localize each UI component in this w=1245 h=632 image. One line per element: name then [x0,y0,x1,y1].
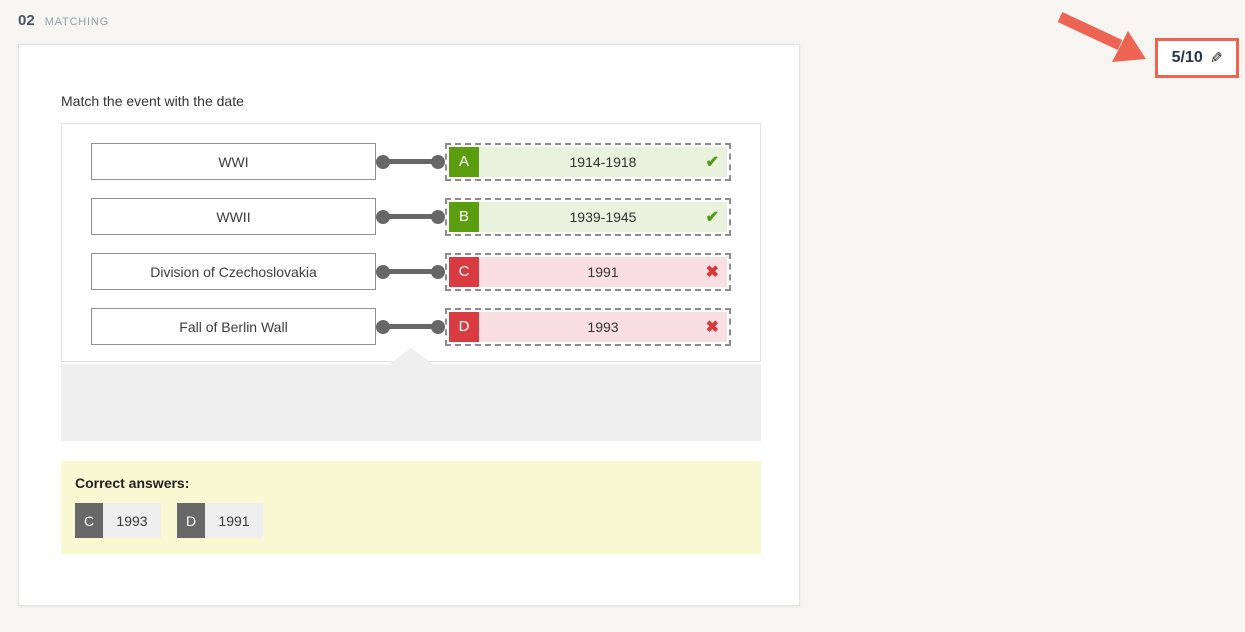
answer-slot[interactable]: C 1991 ✖ [444,252,731,291]
answer-value: 1991 [478,256,727,287]
correct-answer-chip: D 1991 [177,503,263,538]
match-row: WWII B 1939-1945 ✔ [91,197,731,236]
cross-icon: ✖ [705,263,719,281]
answer-value: 1993 [478,311,727,342]
connector-line [375,143,445,180]
match-row: Division of Czechoslovakia C 1991 ✖ [91,252,731,291]
event-box: WWI [91,143,376,180]
correct-answer-chip: C 1993 [75,503,161,538]
correct-answers-list: C 1993 D 1991 [75,503,747,538]
match-row: WWI A 1914-1918 ✔ [91,142,731,181]
match-row: Fall of Berlin Wall D 1993 ✖ [91,307,731,346]
chip-letter: C [75,503,103,538]
answer-slot[interactable]: D 1993 ✖ [444,307,731,346]
cross-icon: ✖ [705,318,719,336]
pencil-icon[interactable]: ✎ [1209,50,1223,67]
answer-letter-badge: A [448,146,479,177]
question-prompt: Match the event with the date [61,93,244,109]
question-card: Match the event with the date WWI A 1914… [18,44,800,606]
tray-notch [389,348,433,364]
answer-slot[interactable]: A 1914-1918 ✔ [444,142,731,181]
answer-letter-badge: C [448,256,479,287]
score-edit-button[interactable]: 5/10 ✎ [1155,38,1239,78]
chip-value: 1991 [205,503,263,538]
matching-area: WWI A 1914-1918 ✔ WWII B 1939-1945 ✔ Div… [61,123,761,362]
answer-value: 1939-1945 [478,201,727,232]
question-header: 02 MATCHING [18,12,109,29]
correct-answers-label: Correct answers: [75,475,190,491]
chip-letter: D [177,503,205,538]
correct-answers-panel: Correct answers: C 1993 D 1991 [61,461,761,554]
check-icon: ✔ [705,208,719,226]
connector-line [375,308,445,345]
event-box: Fall of Berlin Wall [91,308,376,345]
event-box: Division of Czechoslovakia [91,253,376,290]
event-box: WWII [91,198,376,235]
answer-letter-badge: D [448,311,479,342]
answer-letter-badge: B [448,201,479,232]
connector-line [375,253,445,290]
answer-slot[interactable]: B 1939-1945 ✔ [444,197,731,236]
connector-line [375,198,445,235]
answer-value: 1914-1918 [478,146,727,177]
score-value: 5/10 [1171,49,1203,66]
answer-tray[interactable] [61,348,761,441]
annotation-arrow-icon [1057,12,1146,62]
question-type-label: MATCHING [44,16,109,28]
chip-value: 1993 [103,503,161,538]
check-icon: ✔ [705,153,719,171]
question-number: 02 [18,12,35,29]
